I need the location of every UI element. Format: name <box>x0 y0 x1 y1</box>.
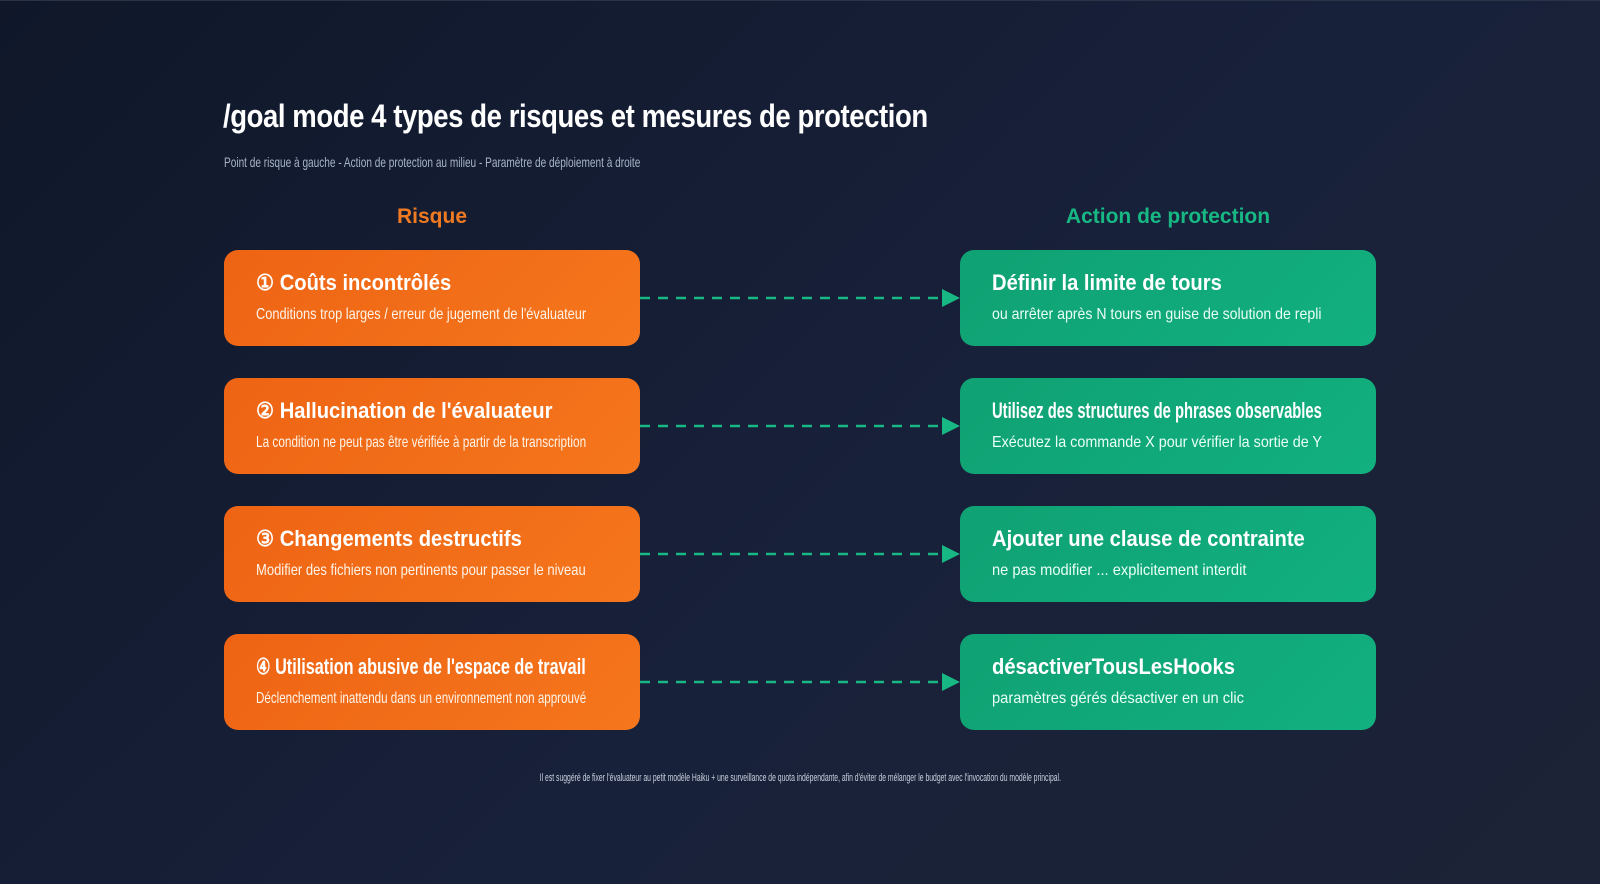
connector-arrow-4 <box>640 673 960 691</box>
risk-card-3: ③ Changements destructifs Modifier des f… <box>224 506 640 602</box>
action-card-1: Définir la limite de tours ou arrêter ap… <box>960 250 1376 346</box>
risk-title: ③ Changements destructifs <box>256 526 522 551</box>
connector-arrow-1 <box>640 289 960 307</box>
action-column-header: Action de protection <box>1065 205 1271 228</box>
action-card-3: Ajouter une clause de contrainte ne pas … <box>960 506 1376 602</box>
action-description: Exécutez la commande X pour vérifier la … <box>992 434 1322 451</box>
risk-column-header: Risque <box>396 205 467 228</box>
risk-title: ① Coûts incontrôlés <box>256 270 452 295</box>
risk-title: ② Hallucination de l'évaluateur <box>256 398 553 423</box>
action-title: Utilisez des structures de phrases obser… <box>992 398 1322 423</box>
action-title: Ajouter une clause de contrainte <box>992 526 1305 551</box>
risk-description: La condition ne peut pas être vérifiée à… <box>256 434 587 451</box>
page-subtitle: Point de risque à gauche - Action de pro… <box>224 154 641 170</box>
action-description: paramètres gérés désactiver en un clic <box>992 690 1244 707</box>
page-title: /goal mode 4 types de risques et mesures… <box>223 98 928 134</box>
footnote: Il est suggéré de fixer l'évaluateur au … <box>0 772 1600 784</box>
risk-description: Modifier des fichiers non pertinents pou… <box>256 562 586 579</box>
risk-description: Déclenchement inattendu dans un environn… <box>256 690 587 707</box>
action-card-2: Utilisez des structures de phrases obser… <box>960 378 1376 474</box>
action-title: désactiverTousLesHooks <box>992 654 1235 679</box>
risk-card-2: ② Hallucination de l'évaluateur La condi… <box>224 378 640 474</box>
action-title: Définir la limite de tours <box>992 270 1222 295</box>
action-description: ne pas modifier ... explicitement interd… <box>992 562 1247 579</box>
risk-title: ④ Utilisation abusive de l'espace de tra… <box>256 654 586 679</box>
footnote-text: Il est suggéré de fixer l'évaluateur au … <box>539 772 1061 784</box>
risk-description: Conditions trop larges / erreur de jugem… <box>256 306 587 323</box>
action-card-4: désactiverTousLesHooks paramètres gérés … <box>960 634 1376 730</box>
risk-card-4: ④ Utilisation abusive de l'espace de tra… <box>224 634 640 730</box>
connector-arrow-2 <box>640 417 960 435</box>
connector-arrow-3 <box>640 545 960 563</box>
action-description: ou arrêter après N tours en guise de sol… <box>992 306 1322 323</box>
risk-card-1: ① Coûts incontrôlés Conditions trop larg… <box>224 250 640 346</box>
